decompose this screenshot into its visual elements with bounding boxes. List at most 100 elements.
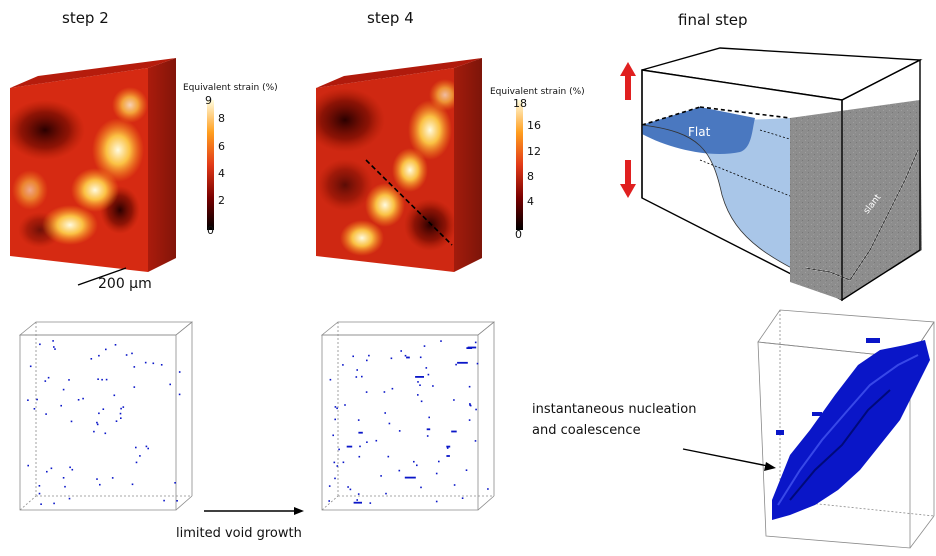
void-speck (353, 501, 362, 504)
void-speck (135, 461, 138, 464)
colorbar-tick: 8 (527, 170, 534, 183)
title-step4: step 4 (367, 9, 414, 27)
void-speck (70, 420, 73, 423)
void-speck (428, 416, 430, 419)
void-speck (349, 488, 352, 491)
void-speck (426, 428, 431, 431)
void-speck (152, 362, 155, 365)
void-speck (461, 497, 464, 499)
void-speck (358, 431, 363, 434)
void-speck (338, 448, 340, 451)
void-speck (420, 486, 422, 489)
void-speck (391, 387, 394, 390)
void-speck (82, 397, 84, 400)
void-speck (33, 408, 36, 410)
void-speck (474, 440, 477, 442)
void-speck (365, 391, 368, 393)
void-speck (432, 385, 434, 387)
void-speck (435, 472, 438, 475)
void-speck (355, 376, 358, 378)
void-speck (40, 503, 42, 505)
voids-step4 (328, 340, 489, 504)
void-speck (111, 477, 114, 479)
void-speck (52, 340, 54, 342)
void-speck (457, 361, 468, 364)
void-speck (357, 419, 360, 421)
scale-bar-line (77, 267, 127, 286)
fracture-schematic (620, 47, 923, 302)
colorbar-tick: 2 (218, 194, 225, 207)
void-speck (69, 466, 71, 469)
void-speck (419, 384, 421, 386)
void-speck (359, 445, 361, 448)
void-speck (413, 460, 415, 463)
void-speck (105, 348, 107, 351)
void-speck (336, 465, 339, 467)
void-speck (417, 381, 419, 383)
void-speck (29, 365, 32, 368)
void-cube-final (757, 309, 935, 549)
void-speck (398, 430, 401, 432)
void-growth-label: limited void growth (176, 526, 302, 541)
void-speck (131, 352, 133, 355)
colorbar-tick: 9 (205, 94, 212, 107)
void-speck (446, 447, 449, 449)
void-speck (357, 493, 360, 495)
void-speck (415, 376, 424, 378)
void-speck (120, 417, 122, 419)
void-speck (68, 497, 71, 500)
void-speck (332, 434, 334, 437)
void-speck (45, 413, 47, 415)
void-speck (419, 356, 422, 359)
colorbar-tick: 6 (218, 140, 225, 153)
void-speck (469, 403, 471, 405)
void-speck (99, 483, 101, 486)
nucleation-arrow (682, 448, 776, 471)
void-speck (133, 366, 136, 368)
void-speck (90, 358, 93, 360)
void-speck (98, 354, 100, 357)
flat-label: Flat (688, 125, 711, 139)
void-speck (385, 492, 387, 495)
void-speck (475, 408, 477, 411)
void-speck (356, 499, 358, 501)
void-speck (474, 341, 477, 344)
void-speck (53, 346, 55, 348)
void-speck (416, 464, 418, 467)
void-speck (133, 386, 136, 388)
colorbar-step4 (516, 100, 523, 230)
colorbar-tick: 0 (207, 224, 214, 237)
void-speck (178, 371, 181, 373)
colorbar-tick: 12 (527, 145, 541, 158)
void-speck (96, 478, 98, 480)
void-speck (54, 348, 56, 350)
void-speck (122, 406, 125, 408)
void-speck (46, 470, 48, 473)
void-speck (380, 475, 382, 477)
coalesced-void-band (772, 338, 930, 520)
void-speck (131, 483, 134, 486)
colorbar-step2 (207, 100, 214, 230)
colorbar-title-step2: Equivalent strain (%) (183, 83, 278, 93)
voids-step2 (27, 340, 181, 505)
void-speck (169, 383, 171, 386)
void-speck (77, 399, 80, 401)
void-speck (64, 485, 66, 488)
void-speck (469, 404, 471, 406)
void-speck (113, 394, 116, 397)
void-speck (417, 394, 419, 396)
void-speck (440, 340, 442, 342)
void-speck (105, 378, 108, 381)
void-speck (438, 460, 440, 463)
void-speck (361, 375, 363, 378)
colorbar-tick: 4 (218, 167, 225, 180)
void-speck (455, 363, 457, 366)
void-speck (53, 502, 55, 505)
void-speck (400, 350, 402, 352)
void-speck (96, 423, 99, 426)
void-speck (97, 378, 99, 380)
void-speck (38, 485, 41, 487)
void-speck (384, 412, 386, 414)
void-cube-step4 (320, 321, 496, 511)
